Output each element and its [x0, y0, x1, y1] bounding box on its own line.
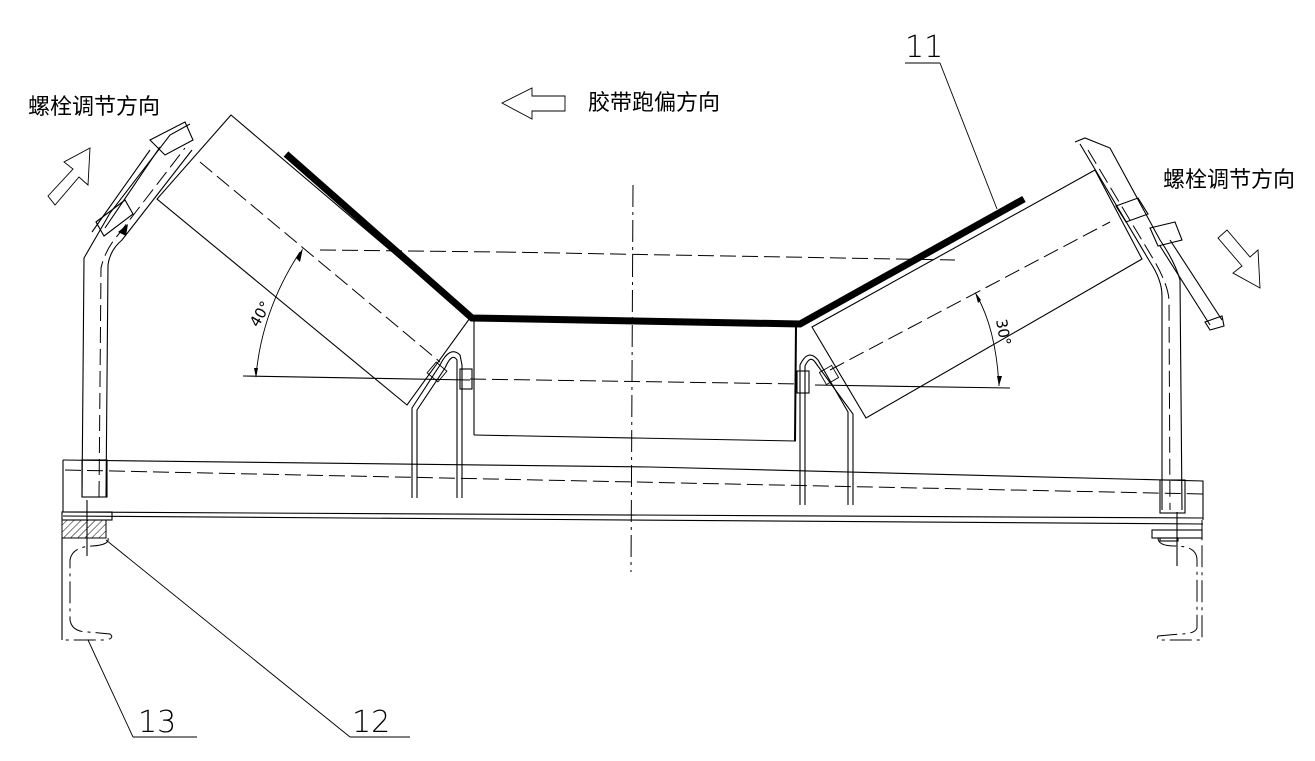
right-wing-roller: [811, 169, 1143, 419]
arrow-up-right-icon: [47, 147, 91, 206]
leader-11: 11: [905, 30, 998, 210]
vertical-centerline: [630, 184, 634, 573]
left-wing-roller: [156, 114, 956, 406]
conveyor-belt: [283, 151, 1026, 328]
middle-roller: [459, 320, 810, 442]
angle-dimension-left: 40°: [246, 248, 303, 378]
rubber-pad-left: [61, 519, 107, 539]
angle-dimension-right: 30°: [975, 292, 1014, 387]
leader-13: 13: [87, 639, 197, 740]
right-base: [1151, 512, 1203, 641]
left-base: [61, 500, 113, 641]
part-number-12: 12: [352, 705, 390, 740]
crossbeam: [62, 459, 1204, 525]
right-support-arm: [1074, 137, 1225, 514]
part-number-11: 11: [905, 30, 943, 65]
left-inner-brackets: [411, 351, 463, 498]
left-support-arm: [81, 121, 194, 498]
arrow-down-right-icon: [1217, 229, 1261, 289]
right-inner-brackets: [799, 354, 854, 505]
bolt-adjust-label-left: 螺栓调节方向: [28, 95, 160, 120]
arrow-left-icon: [501, 87, 566, 120]
angle-label-right: 30°: [992, 318, 1014, 347]
angle-label-left: 40°: [246, 298, 275, 330]
part-number-13: 13: [138, 705, 176, 740]
belt-deviation-label: 胶带跑偏方向: [588, 91, 720, 116]
bolt-adjust-label-right: 螺栓调节方向: [1163, 168, 1295, 193]
leader-12: 12: [105, 539, 410, 740]
